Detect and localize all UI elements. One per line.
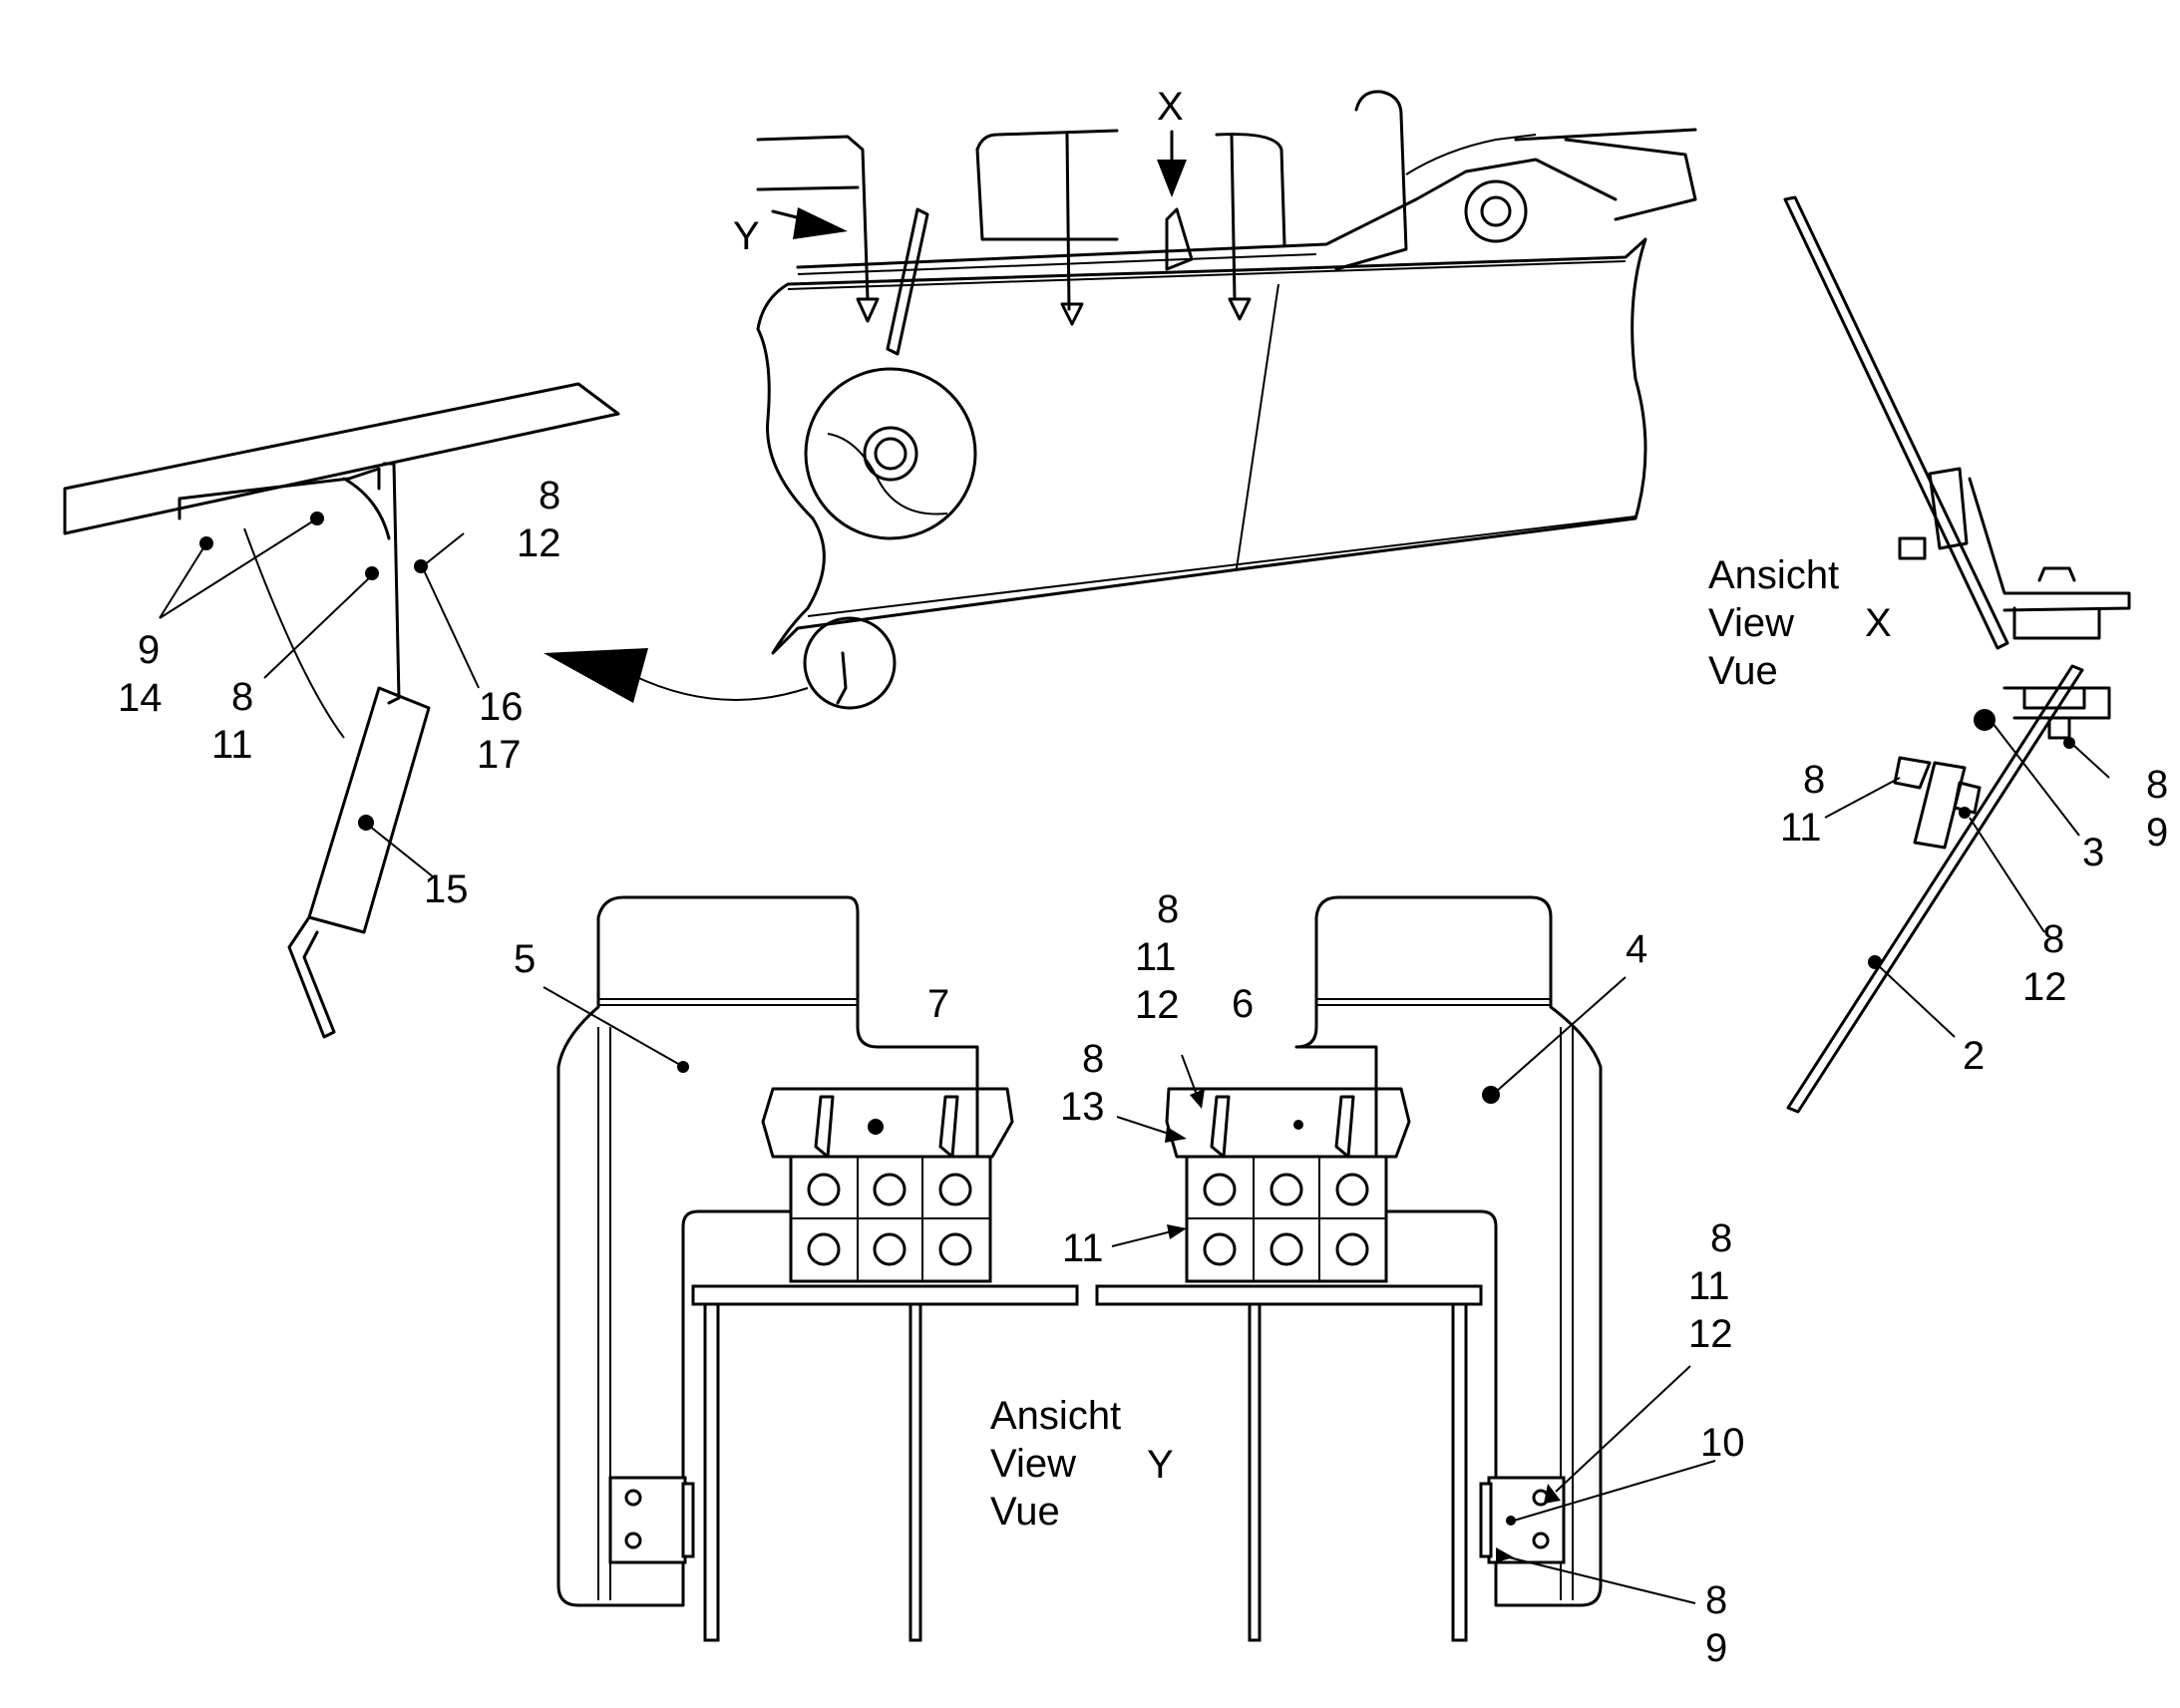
- label-4: 4: [1626, 927, 1647, 971]
- view-x: Ansicht View Vue X 8 11 8 9 3 8 12 2: [1708, 195, 2179, 1114]
- label-5: 5: [514, 937, 536, 981]
- label-8-9-bottom: 8 9: [1705, 1578, 1738, 1670]
- label-9-14: 9 14: [118, 628, 171, 720]
- label-16-17: 16 17: [477, 685, 535, 777]
- label-15: 15: [424, 867, 469, 911]
- label-8-12-viewx: 8 12: [2022, 917, 2075, 1009]
- label-8-11-12-center: 8 11 12: [1135, 887, 1190, 1027]
- label-8-11-left: 8 11: [211, 675, 264, 767]
- label-8-11-12-right: 8 11 12: [1688, 1216, 1743, 1356]
- label-8-12-top: 8 12: [517, 474, 571, 565]
- view-y: Ansicht View Vue Y 5 4 7 6 8 11 12 8 13 …: [514, 887, 1745, 1670]
- boom-side-view: X Y: [544, 85, 1697, 710]
- y-marker-label: Y: [733, 214, 760, 258]
- view-y-letter: Y: [1147, 1443, 1174, 1487]
- view-x-letter: X: [1865, 601, 1892, 645]
- label-8-9-viewx: 8 9: [2146, 763, 2179, 854]
- label-7: 7: [927, 982, 949, 1026]
- label-6: 6: [1232, 982, 1254, 1026]
- left-detail-bracket: 8 12 9 14 8 11 16 17 15: [63, 382, 620, 1039]
- view-x-title: Ansicht View Vue: [1708, 553, 1850, 693]
- label-2-viewx: 2: [1963, 1034, 1985, 1078]
- label-10: 10: [1700, 1421, 1745, 1465]
- label-3-viewx: 3: [2082, 831, 2104, 874]
- label-11-center: 11: [1062, 1226, 1104, 1270]
- x-marker-label: X: [1157, 85, 1184, 129]
- label-8-11-viewx: 8 11: [1780, 758, 1836, 850]
- label-8-13: 8 13: [1060, 1037, 1115, 1129]
- view-y-title: Ansicht View Vue: [990, 1394, 1132, 1534]
